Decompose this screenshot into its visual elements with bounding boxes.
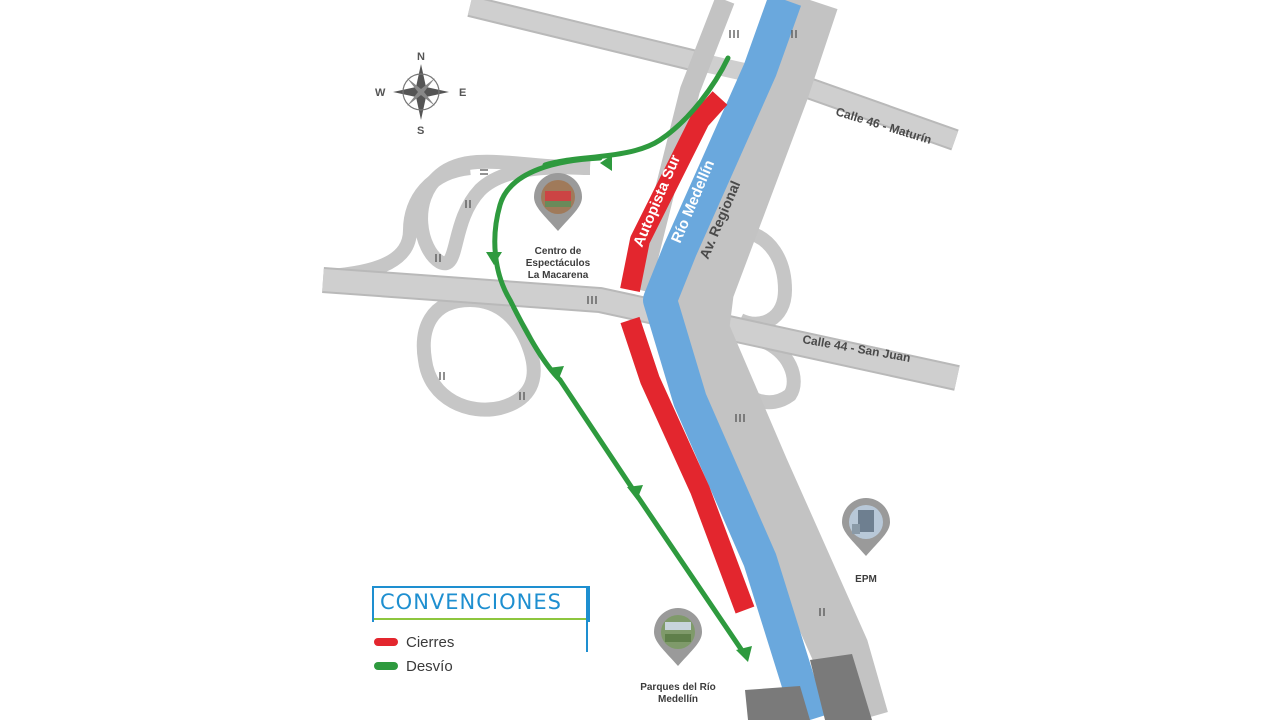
poi-macarena-label-3: La Macarena	[528, 270, 589, 281]
legend-frame	[372, 586, 590, 622]
poi-macarena-label-2: Espectáculos	[526, 258, 591, 269]
poi-macarena-label-1: Centro de	[535, 246, 582, 257]
compass-west: W	[375, 87, 386, 99]
detour-route	[492, 55, 748, 658]
legend-underline	[374, 618, 588, 620]
legend-title: CONVENCIONES	[380, 590, 562, 614]
autopista-sur-closure-south	[620, 316, 755, 614]
rio-medellin-river	[643, 0, 827, 720]
legend-item-desvio: Desvío	[374, 656, 453, 676]
poi-parques-label-2: Medellín	[658, 694, 698, 705]
poi-epm[interactable]	[842, 498, 890, 556]
compass-north: N	[417, 51, 425, 63]
legend: CONVENCIONES Cierres Desvío	[372, 586, 590, 675]
autopista-sur-closure	[620, 91, 728, 292]
legend-swatch-red	[374, 638, 398, 646]
legend-label-desvio: Desvío	[406, 657, 453, 675]
poi-parques-label-1: Parques del Río	[640, 682, 716, 693]
legend-right-border	[586, 586, 588, 652]
legend-item-cierres: Cierres	[374, 632, 454, 652]
calle-44-road	[322, 267, 960, 391]
lane-direction-marks	[435, 30, 825, 616]
compass-rose-icon: N S E W	[375, 51, 466, 137]
legend-label-cierres: Cierres	[406, 633, 455, 651]
compass-south: S	[417, 125, 424, 137]
legend-swatch-green	[374, 662, 398, 670]
detour-arrows	[486, 155, 752, 662]
poi-epm-label: EPM	[855, 574, 877, 585]
poi-macarena[interactable]	[534, 173, 582, 231]
compass-east: E	[459, 87, 466, 99]
tunnel-portals	[745, 654, 872, 720]
poi-parques-del-rio[interactable]	[654, 608, 702, 666]
